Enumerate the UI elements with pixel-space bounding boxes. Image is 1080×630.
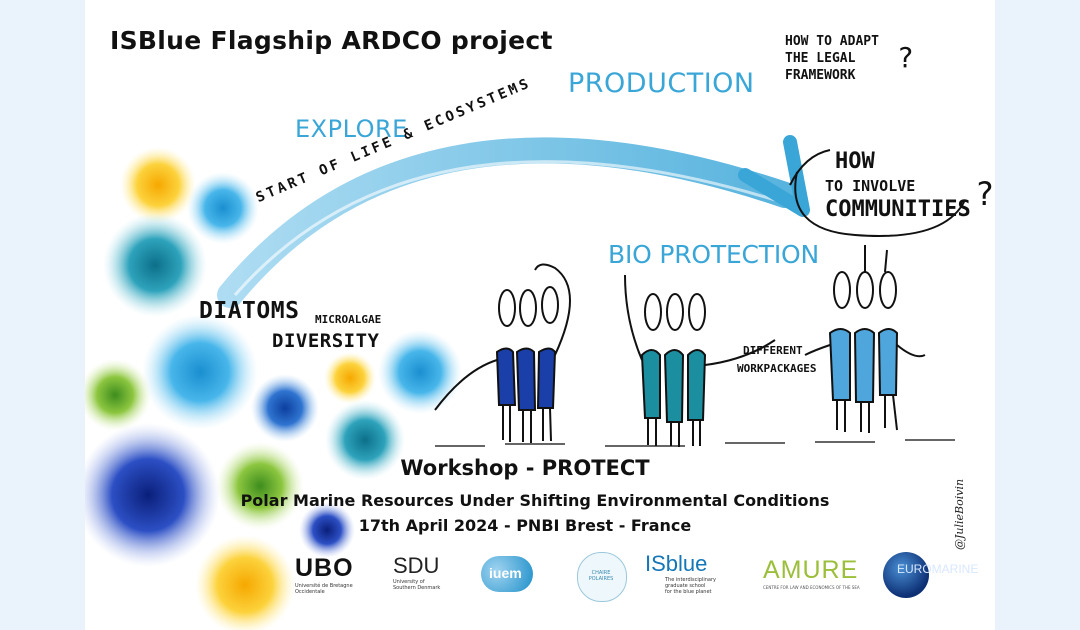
ubo-logo: UBO Université de Bretagne Occidentale xyxy=(295,554,354,595)
workshop-subtitle: Polar Marine Resources Under Shifting En… xyxy=(240,491,830,510)
isblue-logo: ISblue The interdisciplinary graduate sc… xyxy=(645,551,716,595)
workshop-date: 17th April 2024 - PNBI Brest - France xyxy=(358,516,692,535)
diatom-blob xyxy=(85,359,151,431)
sdu-logo: SDU University of Southern Denmark xyxy=(393,553,441,591)
illustration xyxy=(85,135,966,630)
diatom-blob xyxy=(378,330,462,414)
diatom-blob xyxy=(251,374,319,442)
communities-question-line: HOW xyxy=(835,149,875,174)
diversity-label: DIVERSITY xyxy=(272,330,380,352)
partner-logos: UBO Université de Bretagne Occidentale S… xyxy=(295,548,985,608)
diatom-blobs xyxy=(85,147,462,630)
diatom-blob xyxy=(324,352,376,404)
explore-label: EXPLORE xyxy=(295,115,408,143)
communities-question-line: TO INVOLVE xyxy=(825,177,916,195)
poster: ISBlue Flagship ARDCO project HOW TO ADA… xyxy=(85,0,995,630)
bioprotection-label: BIO PROTECTION xyxy=(608,240,820,269)
microalgae-label: MICROALGAE xyxy=(315,313,382,326)
communities-question: HOW TO INVOLVE COMMUNITIES ? xyxy=(825,149,994,222)
artist-signature: @JulieBoivin xyxy=(953,478,966,550)
people-group-2 xyxy=(624,274,776,447)
workpackages-line: WORKPACKAGES xyxy=(737,362,817,375)
workshop-title: Workshop - PROTECT xyxy=(400,456,650,480)
poster-title: ISBlue Flagship ARDCO project xyxy=(110,26,553,55)
ground-lines xyxy=(435,439,955,447)
diatom-blob xyxy=(142,314,258,430)
legal-question-line: HOW TO ADAPT xyxy=(785,34,879,49)
legal-question-line: FRAMEWORK xyxy=(785,68,856,83)
iuem-logo: iuem xyxy=(475,548,553,604)
diatom-blob xyxy=(85,423,220,567)
workpackages-label: DIFFERENT WORKPACKAGES xyxy=(737,342,816,378)
diatom-blob xyxy=(299,502,355,558)
euromarine-logo: EUROMARINE xyxy=(883,548,983,604)
chaire-polaires-logo: CHAIRE POLAIRES xyxy=(573,548,631,604)
amure-logo: AMURE CENTRE FOR LAW AND ECONOMICS OF TH… xyxy=(763,556,860,590)
workpackages-line: DIFFERENT xyxy=(743,344,803,357)
diatom-blob xyxy=(216,442,304,530)
legal-question: HOW TO ADAPT THE LEGAL FRAMEWORK ? xyxy=(785,33,914,84)
diatom-label: DIATOMS xyxy=(199,298,300,324)
process-arrow xyxy=(217,135,810,308)
people-group-1 xyxy=(434,263,571,443)
production-label: PRODUCTION xyxy=(568,68,755,99)
legal-question-mark: ? xyxy=(897,41,914,74)
diatom-blob xyxy=(120,147,196,223)
communities-question-line: COMMUNITIES xyxy=(825,197,971,222)
legal-question-line: THE LEGAL xyxy=(785,51,856,66)
diatom-blob xyxy=(103,213,207,317)
communities-question-mark: ? xyxy=(975,175,995,213)
communities-bubble xyxy=(794,171,966,237)
diatom-blob xyxy=(187,172,259,244)
people-group-3 xyxy=(804,245,926,433)
diatom-blob xyxy=(325,400,405,480)
diatom-blob xyxy=(195,535,295,630)
